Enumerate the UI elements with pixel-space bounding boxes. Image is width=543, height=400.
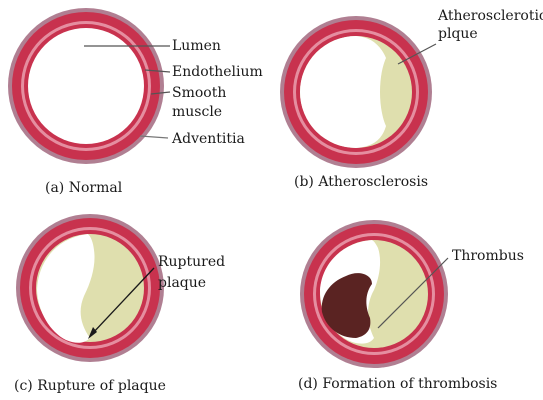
ruptured-plaque-label-line1: Ruptured [158,254,225,270]
plaque-label-line1: Atherosclerotic [437,8,543,24]
smooth-muscle-label-line2: muscle [172,104,222,120]
panel-thrombosis: Thrombus (d) Formation of thrombosis [298,220,524,392]
thrombus-label: Thrombus [452,248,524,264]
smooth-muscle-label-line1: Smooth [172,85,226,101]
panel-rupture: Ruptured plaque (c) Rupture of plaque [14,214,225,394]
panel-normal: Lumen Endothelium Smooth muscle Adventit… [8,8,263,196]
caption-thrombosis: (d) Formation of thrombosis [298,376,497,392]
caption-atherosclerosis: (b) Atherosclerosis [294,174,428,190]
lumen-label: Lumen [172,38,221,54]
caption-rupture: (c) Rupture of plaque [14,378,166,394]
endothelium-label: Endothelium [172,64,263,80]
ruptured-plaque-label-line2: plaque [158,275,206,291]
plaque-label-line2: plque [438,26,478,42]
adventitia-label: Adventitia [171,131,245,147]
panel-atherosclerosis: Atherosclerotic plque (b) Atherosclerosi… [280,8,543,190]
caption-normal: (a) Normal [45,180,123,196]
